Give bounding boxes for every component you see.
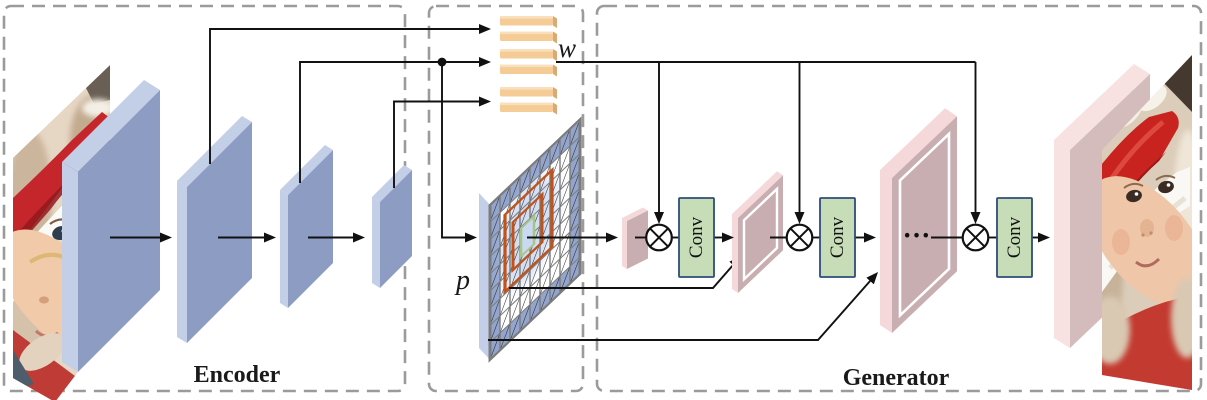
plane-face <box>627 210 648 269</box>
hatch-line <box>489 195 501 223</box>
w-bar-cap <box>553 102 557 115</box>
w-bar-highlight <box>500 64 553 68</box>
encoder-feature-plane-4 <box>372 165 412 288</box>
hatch-line <box>509 153 581 341</box>
p-mid-line <box>509 255 741 289</box>
crop-region-inner <box>511 191 544 274</box>
plane-face <box>288 150 333 308</box>
w-bar-cap <box>553 64 557 77</box>
plane-top <box>280 145 333 195</box>
plane-face <box>78 90 160 372</box>
skip-branch-to-p <box>441 62 477 243</box>
junction-dot <box>437 57 447 67</box>
encoder-feature-plane-2 <box>177 116 252 343</box>
generator-feature-plane-3 <box>880 108 957 333</box>
w-bar-cap <box>553 31 557 44</box>
latent-section-border <box>427 4 585 393</box>
multiply-icon <box>785 223 814 252</box>
conv-box <box>678 197 715 278</box>
grid-line-h <box>490 256 580 344</box>
conv-label: Conv <box>827 216 848 258</box>
plane-face <box>187 122 252 343</box>
hatch-line <box>549 222 581 303</box>
conv-block-1: Conv <box>678 197 715 278</box>
encoder-section-label: Encoder <box>194 362 281 388</box>
conv-box <box>819 197 856 278</box>
p-grid-side <box>479 193 490 360</box>
skip-line-3 <box>393 96 491 188</box>
plane-side <box>732 214 738 293</box>
generator-section-label: Generator <box>843 365 950 391</box>
conv-box <box>996 197 1033 278</box>
w-bar-highlight <box>500 49 553 52</box>
p-label: p <box>454 265 470 296</box>
w-bar-cap <box>553 49 557 61</box>
grid-line-h <box>490 238 580 327</box>
w-bar-highlight <box>500 31 553 35</box>
conv-block-3: Conv <box>996 197 1033 278</box>
plane-side <box>622 218 627 269</box>
p-outer-line <box>488 272 879 341</box>
p-grid-frame <box>488 116 582 363</box>
w-bar-cap <box>553 87 557 99</box>
plane-top <box>372 165 412 202</box>
plane-top <box>1054 64 1150 150</box>
hatch-line <box>569 256 581 284</box>
plane-side <box>880 170 892 333</box>
plane-side <box>1054 140 1070 348</box>
encoder-section-border <box>2 4 407 393</box>
conv-block-2: Conv <box>819 197 856 278</box>
center-cell <box>519 213 536 260</box>
skip-line-2 <box>299 57 491 183</box>
plane-inner-outline <box>742 186 779 283</box>
ellipsis-label: ··· <box>902 221 930 252</box>
plane-top <box>622 207 648 221</box>
plane-top <box>62 80 160 172</box>
conv-label: Conv <box>1004 216 1025 258</box>
plane-face <box>738 175 783 293</box>
skip-line-1 <box>209 24 491 164</box>
w-latent-bars <box>500 16 557 115</box>
w-bar-highlight <box>500 102 553 106</box>
generator-feature-plane-2 <box>732 171 783 293</box>
plane-top <box>732 171 783 218</box>
w-bar-cap <box>553 16 557 28</box>
plane-face <box>380 170 412 288</box>
w-bar-highlight <box>500 16 553 19</box>
p-position-grid <box>488 116 582 363</box>
grid-line-h <box>490 135 580 223</box>
hatch-line <box>529 187 581 322</box>
plane-side <box>372 197 380 288</box>
conv-label: Conv <box>686 216 707 258</box>
plane-top <box>177 116 252 187</box>
generator-section-border <box>595 4 1203 393</box>
plane-face <box>892 116 957 333</box>
encoder-feature-plane-3 <box>280 145 333 308</box>
encoder-feature-plane-1 <box>62 80 160 372</box>
output-image <box>1102 55 1192 390</box>
multiply-icon <box>645 223 673 252</box>
crop-region-outer <box>503 166 554 295</box>
plane-top <box>880 108 957 178</box>
plane-side <box>62 162 78 372</box>
plane-inner-outline <box>898 130 951 319</box>
w-label: w <box>558 33 576 63</box>
plane-side <box>280 190 288 308</box>
multiply-icon <box>961 223 990 252</box>
w-bar-highlight <box>500 87 553 90</box>
plane-side <box>177 181 187 343</box>
hatch-line <box>489 157 541 292</box>
generator-feature-plane-1 <box>622 207 648 269</box>
